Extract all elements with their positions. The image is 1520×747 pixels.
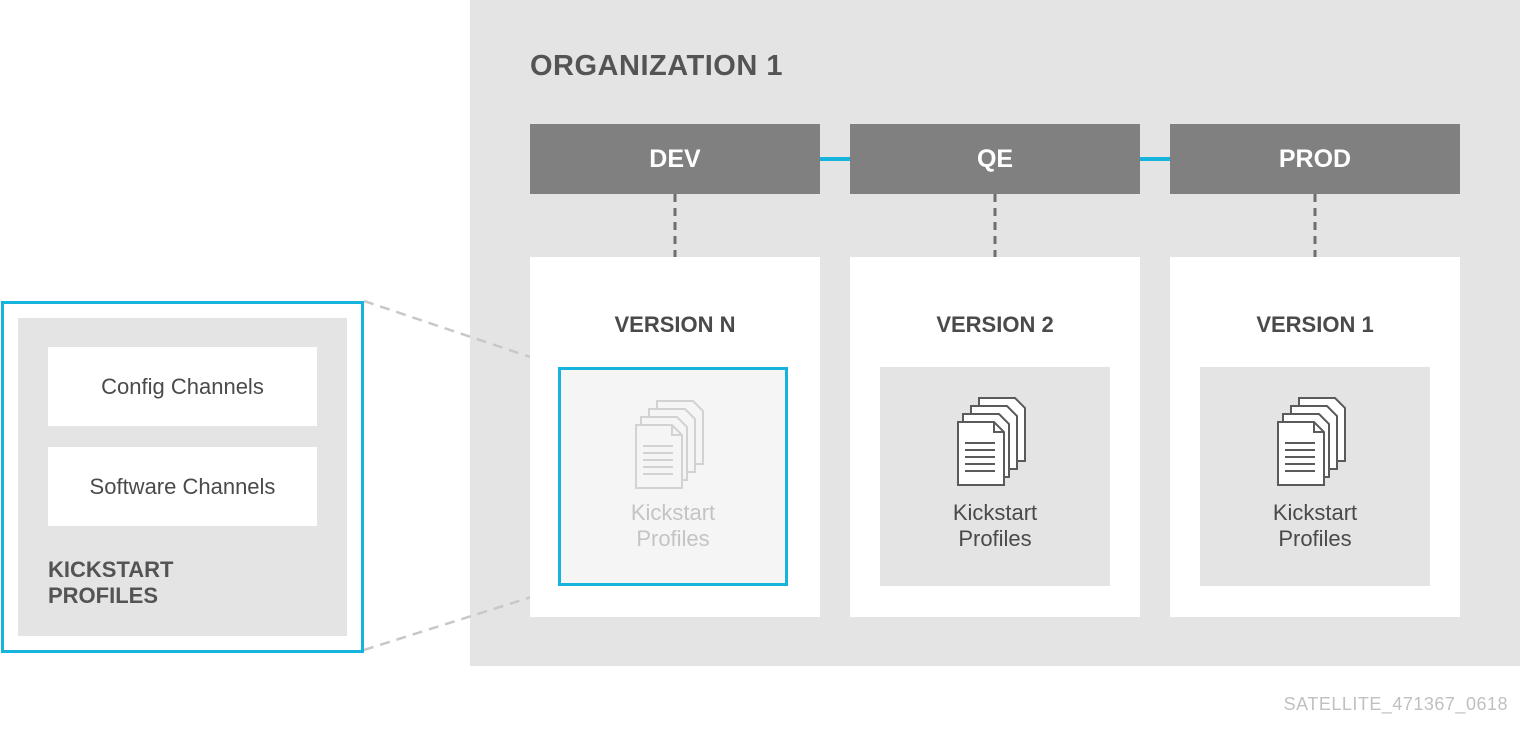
version-title-prod: VERSION 1 <box>1256 312 1374 337</box>
version-title-qe: VERSION 2 <box>936 312 1054 337</box>
documents-stack-icon <box>957 397 1026 486</box>
zoom-leader-top <box>363 299 561 369</box>
kickstart-label-prod: Kickstart Profiles <box>1272 500 1358 551</box>
software-channels-box: Software Channels <box>48 447 317 526</box>
kickstart-box-dev: Kickstart Profiles <box>558 367 788 586</box>
kickstart-box-qe: Kickstart Profiles <box>880 367 1110 586</box>
figure-id: SATELLITE_471367_0618 <box>1283 694 1508 714</box>
kickstart-box-prod: Kickstart Profiles <box>1200 367 1430 586</box>
env-header-prod: PROD <box>1170 124 1460 194</box>
organization-title: ORGANIZATION 1 <box>530 50 783 82</box>
kickstart-label-qe: Kickstart Profiles <box>952 500 1038 551</box>
env-header-dev: DEV <box>530 124 820 194</box>
kickstart-profiles-caption: KICKSTART PROFILES <box>48 557 174 608</box>
config-channels-box: Config Channels <box>48 347 317 426</box>
zoom-leader-bottom <box>363 586 561 652</box>
documents-stack-icon <box>1277 397 1346 486</box>
version-title-dev: VERSION N <box>614 312 736 337</box>
env-header-qe: QE <box>850 124 1140 194</box>
documents-stack-icon <box>635 400 704 489</box>
kickstart-label-dev: Kickstart Profiles <box>630 500 716 551</box>
